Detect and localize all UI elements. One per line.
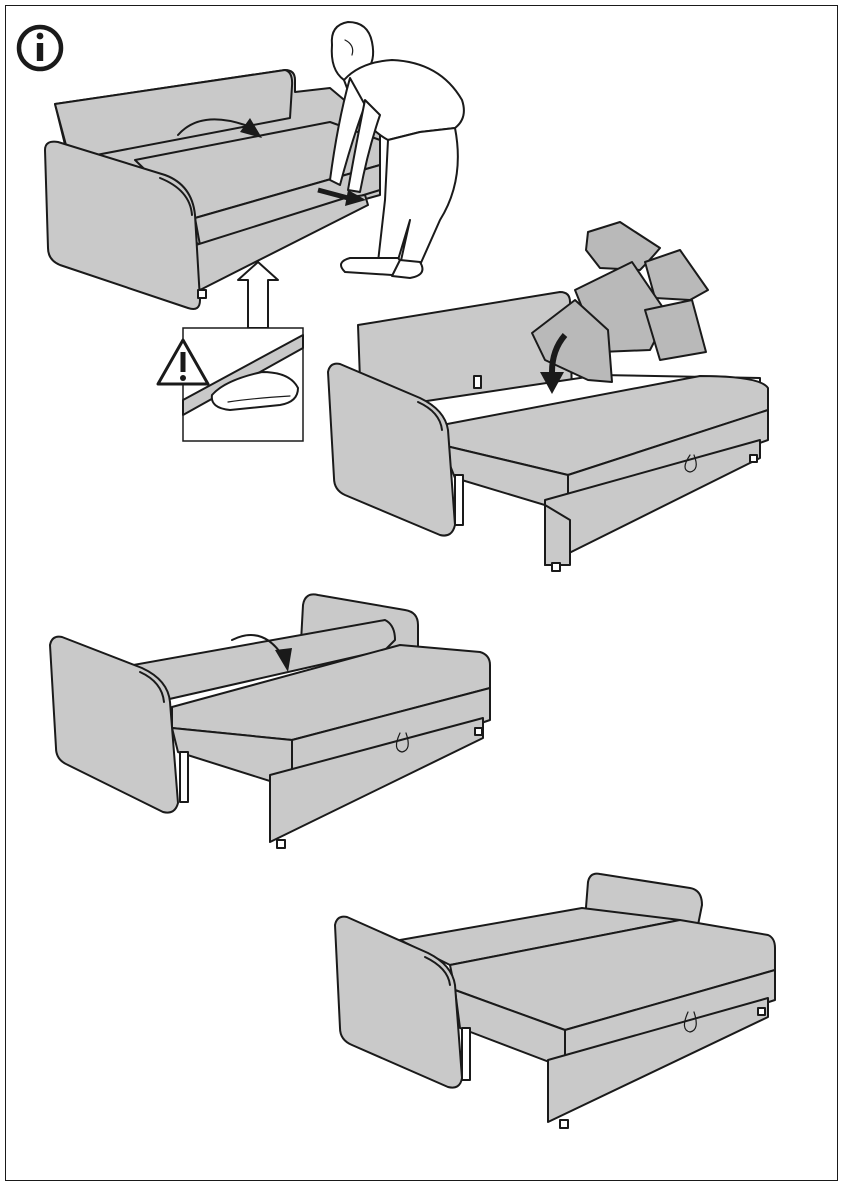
step-2-sofa — [327, 291, 769, 572]
step-3-sofa — [49, 593, 491, 849]
cushion-down-arrow-icon — [540, 333, 568, 394]
page-border — [5, 5, 838, 1181]
foot-detail-box — [182, 327, 304, 442]
cushions — [531, 221, 709, 383]
pull-out-arrow-icon — [317, 187, 366, 206]
info-circle-icon — [16, 24, 64, 72]
up-arrow-icon — [237, 261, 279, 329]
step-1-sofa — [44, 69, 381, 310]
fold-arrow-icon — [231, 634, 292, 672]
person-figure — [329, 21, 465, 279]
warning-triangle-icon — [156, 338, 210, 386]
step-4-sofa — [334, 872, 776, 1129]
